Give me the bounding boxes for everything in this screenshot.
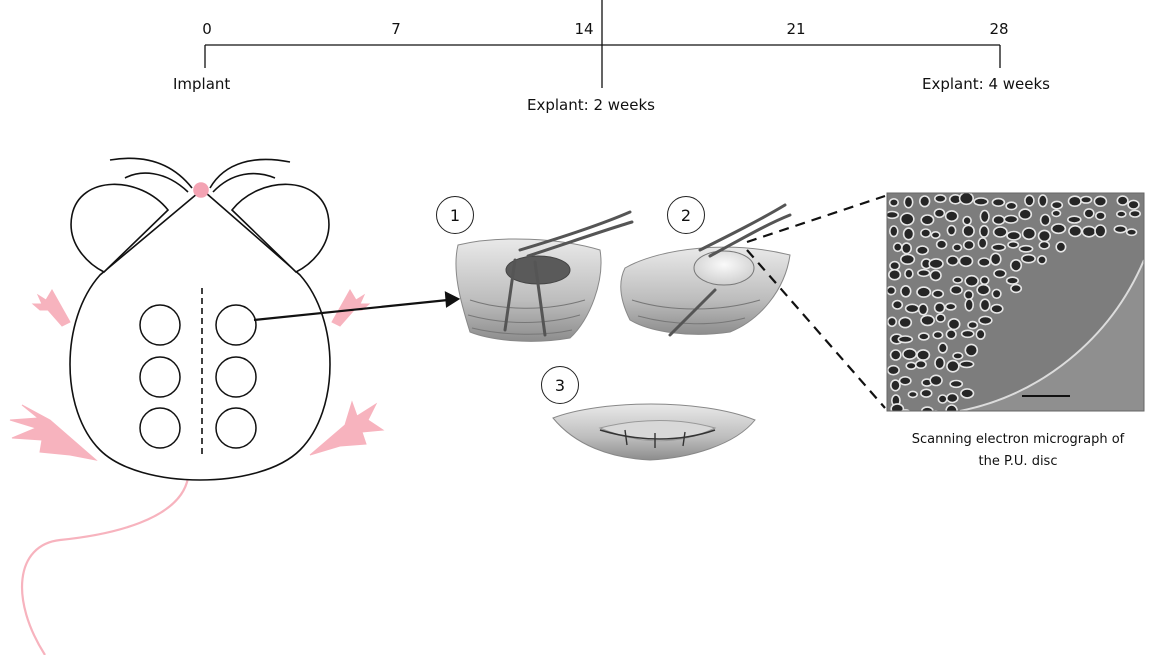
sem-caption-line-2: the P.U. disc bbox=[868, 451, 1165, 473]
timeline-label-7: 7 bbox=[391, 20, 401, 38]
mouse-tail bbox=[22, 478, 188, 655]
sem-caption-line-1: Scanning electron micrograph of bbox=[868, 429, 1165, 451]
timeline bbox=[205, 0, 1000, 88]
mouse-nose bbox=[194, 183, 208, 197]
step-3-badge: 3 bbox=[541, 366, 579, 404]
timeline-label-14: 14 bbox=[574, 20, 593, 38]
timeline-label-0: 0 bbox=[202, 20, 212, 38]
event-implant: Implant bbox=[173, 75, 230, 93]
timeline-label-28: 28 bbox=[989, 20, 1008, 38]
surgery-step-3-illustration bbox=[553, 404, 755, 460]
surgery-step-1-illustration bbox=[456, 212, 632, 341]
event-explant-2-weeks: Explant: 2 weeks bbox=[527, 96, 655, 114]
mouse-illustration bbox=[10, 158, 383, 655]
step-1-badge: 1 bbox=[436, 196, 474, 234]
sem-micrograph bbox=[886, 193, 1144, 421]
step-2-badge: 2 bbox=[667, 196, 705, 234]
event-explant-4-weeks: Explant: 4 weeks bbox=[922, 75, 1050, 93]
timeline-label-21: 21 bbox=[786, 20, 805, 38]
sem-caption: Scanning electron micrograph of the P.U.… bbox=[868, 429, 1165, 473]
front-left-paw bbox=[33, 290, 70, 326]
pu-disc bbox=[694, 251, 754, 285]
